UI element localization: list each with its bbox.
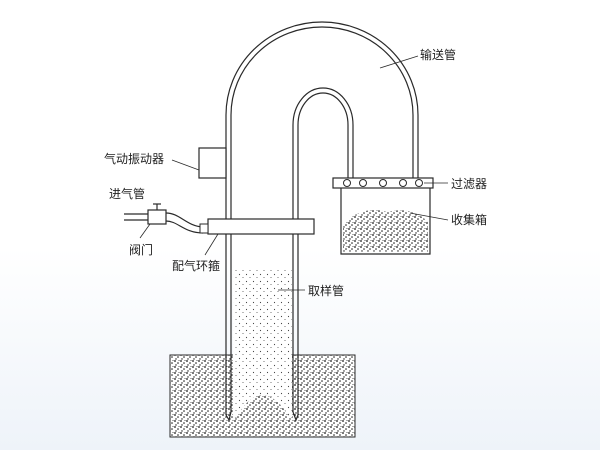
sampling-pipe xyxy=(225,225,299,422)
label-sampling-pipe: 取样管 xyxy=(308,283,344,298)
label-valve: 阀门 xyxy=(129,242,153,257)
collected-powder xyxy=(343,210,428,252)
collection-box xyxy=(340,188,431,255)
filter-hole xyxy=(399,179,407,187)
filter-hole xyxy=(359,179,367,187)
pneumatic-vibrator-body xyxy=(198,147,227,179)
label-conveyor-pipe: 输送管 xyxy=(420,47,456,62)
leader-valve xyxy=(139,223,151,239)
label-pneumatic-vibrator: 气动振动器 xyxy=(104,151,164,166)
label-filter: 过滤器 xyxy=(451,177,487,191)
leader-air-ring xyxy=(204,233,219,256)
air-ring-clamp xyxy=(207,218,315,235)
sampling-pipe-powder xyxy=(233,268,292,418)
label-collection-box: 收集箱 xyxy=(451,212,487,227)
filter-hole xyxy=(343,179,351,187)
air-inlet-assembly xyxy=(124,203,209,234)
filter-hole xyxy=(379,179,387,187)
label-air-inlet-pipe: 进气管 xyxy=(109,186,145,201)
valve-body xyxy=(147,209,167,225)
filter-plate xyxy=(332,177,434,189)
conveyor-pipe xyxy=(225,21,419,225)
leader-pneumatic-vibrator xyxy=(171,159,200,171)
powder-cone xyxy=(236,395,290,418)
leader-collection-box xyxy=(409,212,449,221)
label-air-ring: 配气环箍 xyxy=(172,258,220,273)
filter-hole xyxy=(415,179,423,187)
leader-conveyor-pipe xyxy=(379,55,419,69)
